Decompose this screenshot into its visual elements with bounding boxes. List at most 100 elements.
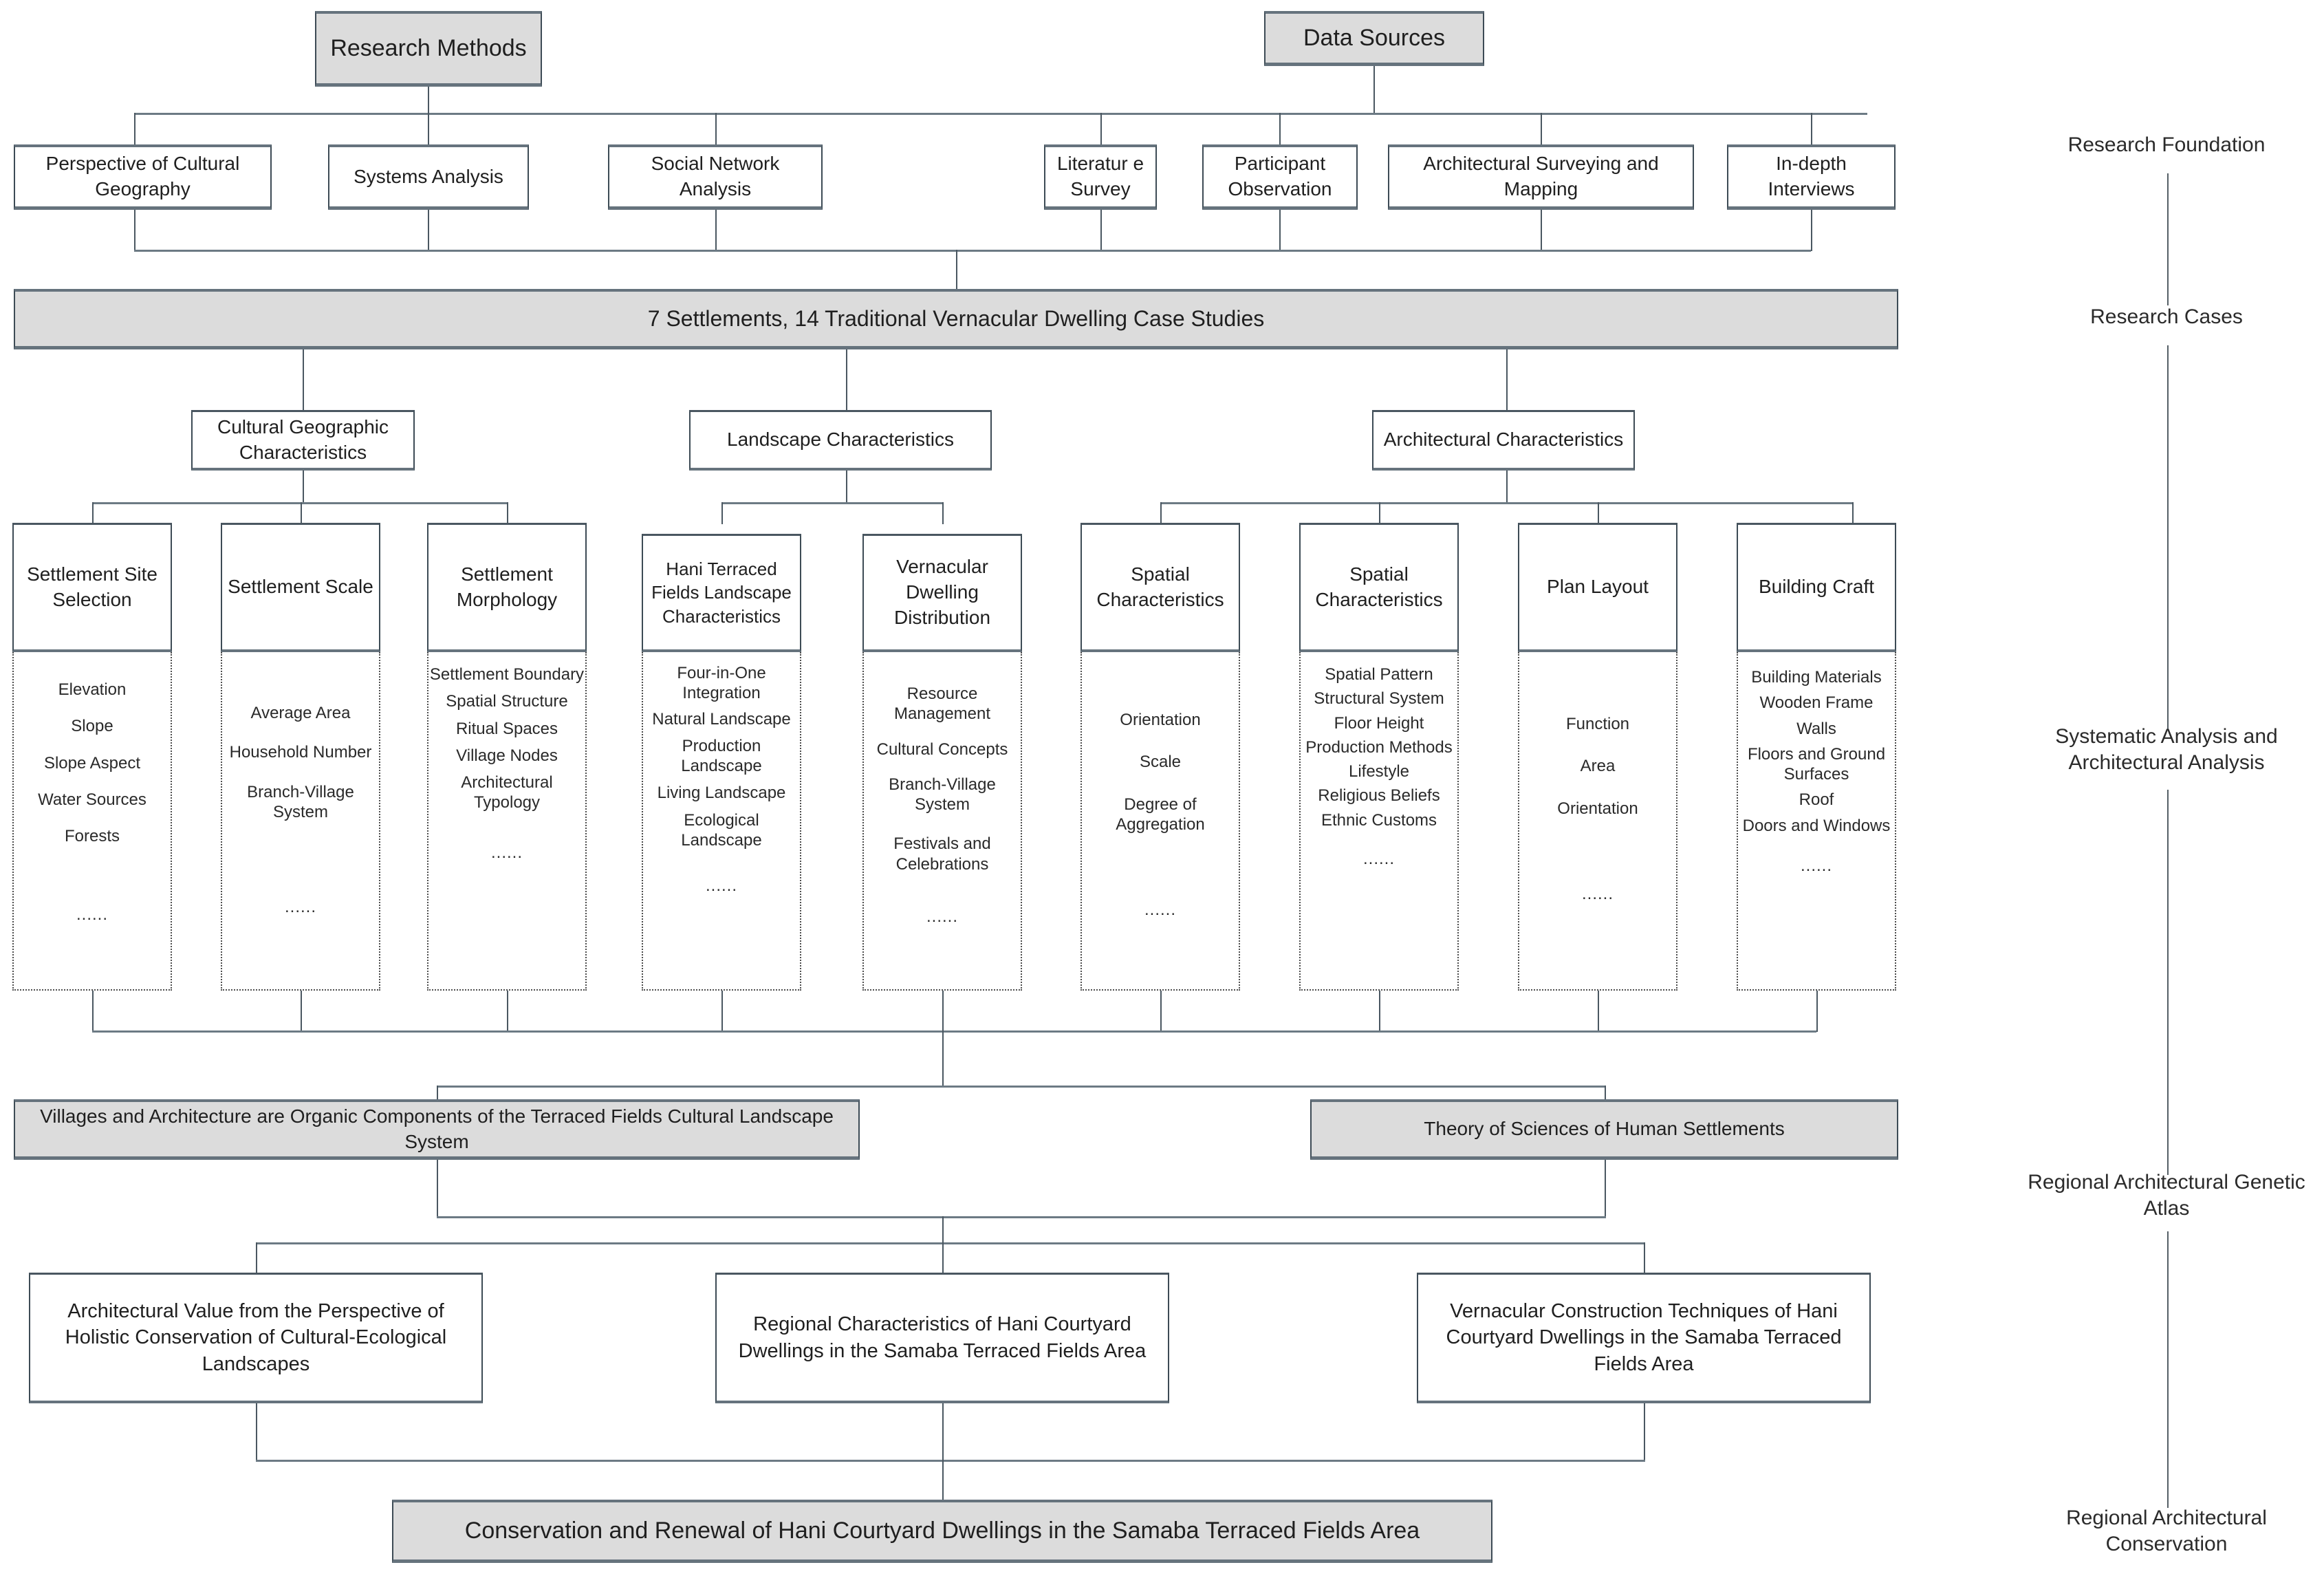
method-box-2[interactable]: Social Network Analysis — [608, 144, 823, 210]
source-box-2[interactable]: Architectural Surveying and Mapping — [1388, 144, 1694, 210]
stage-label-2: Systematic Analysis and Architectural An… — [2022, 724, 2311, 777]
attribute-item: Religious Beliefs — [1318, 786, 1440, 806]
source-box-3[interactable]: In-depth Interviews — [1727, 144, 1896, 210]
category-box-1[interactable]: Landscape Characteristics — [689, 410, 992, 471]
attribute-item: Village Nodes — [456, 746, 558, 765]
attribute-ellipsis: ...... — [705, 876, 737, 896]
attribute-panel-4: Resource Management Cultural Concepts Br… — [862, 652, 1022, 991]
attribute-ellipsis: ...... — [1362, 849, 1395, 868]
stage-text-2: Systematic Analysis and Architectural An… — [2055, 725, 2278, 775]
column-header-4[interactable]: Vernacular Dwelling Distribution — [862, 534, 1022, 652]
theory-box-0[interactable]: Villages and Architecture are Organic Co… — [14, 1099, 860, 1160]
case-study-bar[interactable]: 7 Settlements, 14 Traditional Vernacular… — [14, 289, 1898, 349]
attribute-item: Lifestyle — [1348, 762, 1410, 781]
connector-theory0-down — [437, 1160, 438, 1218]
stage-spine-0 — [2167, 173, 2169, 305]
column-header-label-7: Plan Layout — [1547, 576, 1649, 598]
connector-s2-down — [1541, 210, 1542, 251]
root-research-methods[interactable]: Research Methods — [315, 11, 542, 87]
source-label-3: In-depth Interviews — [1768, 153, 1855, 199]
attribute-item: Function — [1565, 715, 1630, 733]
column-header-label-4: Vernacular Dwelling Distribution — [893, 556, 991, 628]
attribute-ellipsis: ...... — [490, 843, 523, 862]
connector-cat1-down — [846, 471, 847, 504]
attribute-item: Resource Management — [893, 684, 991, 724]
outcome-label-1: Regional Characteristics of Hani Courtya… — [738, 1313, 1147, 1362]
final-outcome-label: Conservation and Renewal of Hani Courtya… — [464, 1518, 1420, 1544]
category-box-2[interactable]: Architectural Characteristics — [1372, 410, 1635, 471]
connector-cat0-stem — [303, 349, 304, 410]
connector-col8-down — [1816, 991, 1818, 1032]
column-header-7[interactable]: Plan Layout — [1518, 523, 1677, 652]
source-box-0[interactable]: Literatur e Survey — [1044, 144, 1157, 210]
source-box-1[interactable]: Participant Observation — [1202, 144, 1358, 210]
column-header-6[interactable]: Spatial Characteristics — [1299, 523, 1459, 652]
connector-final-stem — [942, 1403, 944, 1501]
attribute-item: Forests — [64, 827, 120, 846]
connector-cat1-drop1 — [942, 502, 944, 524]
column-header-2[interactable]: Settlement Morphology — [427, 523, 587, 652]
connector-theory-rail — [437, 1086, 1606, 1088]
stage-text-0: Research Foundation — [2067, 133, 2266, 156]
connector-m2-down — [715, 210, 717, 251]
connector-methods-stem — [428, 87, 429, 114]
connector-cat2-drop3 — [1852, 502, 1854, 524]
attribute-ellipsis: ...... — [1800, 856, 1832, 875]
column-header-0[interactable]: Settlement Site Selection — [12, 523, 172, 652]
attribute-item: Natural Landscape — [652, 709, 791, 728]
column-header-5[interactable]: Spatial Characteristics — [1080, 523, 1240, 652]
attribute-ellipsis: ...... — [926, 907, 958, 926]
final-outcome-box[interactable]: Conservation and Renewal of Hani Courtya… — [392, 1500, 1492, 1563]
connector-col0-down — [92, 991, 94, 1032]
connector-cat1-drop0 — [721, 502, 723, 524]
attribute-panel-6: Spatial Pattern Structural System Floor … — [1299, 652, 1459, 991]
connector-cat0-down — [303, 471, 304, 504]
theory-box-1[interactable]: Theory of Sciences of Human Settlements — [1310, 1099, 1898, 1160]
attribute-item: Architectural Typology — [461, 773, 553, 812]
attribute-item: Production Methods — [1305, 737, 1453, 757]
connector-cat1-rail — [721, 502, 943, 504]
connector-col6-down — [1379, 991, 1380, 1032]
column-header-label-8: Building Craft — [1758, 576, 1875, 598]
outcome-box-1[interactable]: Regional Characteristics of Hani Courtya… — [715, 1273, 1169, 1403]
root-data-sources[interactable]: Data Sources — [1264, 11, 1484, 66]
attribute-item: Building Materials — [1751, 668, 1882, 687]
connector-case-stem — [956, 250, 957, 292]
attribute-item: Settlement Boundary — [429, 665, 585, 684]
source-label-0: Literatur e Survey — [1056, 153, 1144, 199]
attribute-item: Ritual Spaces — [455, 719, 558, 738]
stage-text-3: Regional Architectural Genetic Atlas — [2028, 1171, 2305, 1220]
attribute-panel-5: Orientation Scale Degree of Aggregation … — [1080, 652, 1240, 991]
stage-label-3: Regional Architectural Genetic Atlas — [2022, 1169, 2311, 1222]
method-box-0[interactable]: Perspective of Cultural Geography — [14, 144, 272, 210]
column-header-3[interactable]: Hani Terraced Fields Landscape Character… — [642, 534, 801, 652]
stage-spine-1 — [2167, 345, 2169, 731]
attribute-item: Ecological Landscape — [681, 810, 762, 850]
column-header-label-6: Spatial Characteristics — [1315, 563, 1443, 610]
method-label-0: Perspective of Cultural Geography — [45, 153, 240, 199]
connector-cat0-drop0 — [92, 502, 94, 524]
connector-cat0-rail — [92, 502, 508, 504]
attribute-item: Degree of Aggregation — [1116, 795, 1205, 834]
method-box-1[interactable]: Systems Analysis — [328, 144, 529, 210]
connector-outcome-drop0 — [256, 1242, 257, 1274]
attribute-panel-7: Function Area Orientation ...... — [1518, 652, 1677, 991]
category-box-0[interactable]: Cultural Geographic Characteristics — [191, 410, 415, 471]
attribute-ellipsis: ...... — [1581, 884, 1614, 903]
column-header-label-5: Spatial Characteristics — [1096, 563, 1224, 610]
column-header-8[interactable]: Building Craft — [1737, 523, 1896, 652]
column-header-1[interactable]: Settlement Scale — [221, 523, 380, 652]
connector-outcome-drop2 — [1644, 1242, 1645, 1274]
connector-m0-down — [134, 210, 135, 251]
attribute-panel-1: Average Area Household Number Branch-Vil… — [221, 652, 380, 991]
attribute-panel-0: Elevation Slope Slope Aspect Water Sourc… — [12, 652, 172, 991]
outcome-box-2[interactable]: Vernacular Construction Techniques of Ha… — [1417, 1273, 1871, 1403]
attribute-item: Roof — [1799, 790, 1834, 810]
attribute-item: Average Area — [250, 704, 351, 722]
attribute-item: Household Number — [229, 743, 372, 762]
source-label-1: Participant Observation — [1228, 153, 1332, 199]
connector-columns-rail — [92, 1030, 1816, 1033]
attribute-item: Spatial Pattern — [1325, 665, 1433, 684]
outcome-box-0[interactable]: Architectural Value from the Perspective… — [29, 1273, 483, 1403]
connector-col2-down — [507, 991, 508, 1032]
